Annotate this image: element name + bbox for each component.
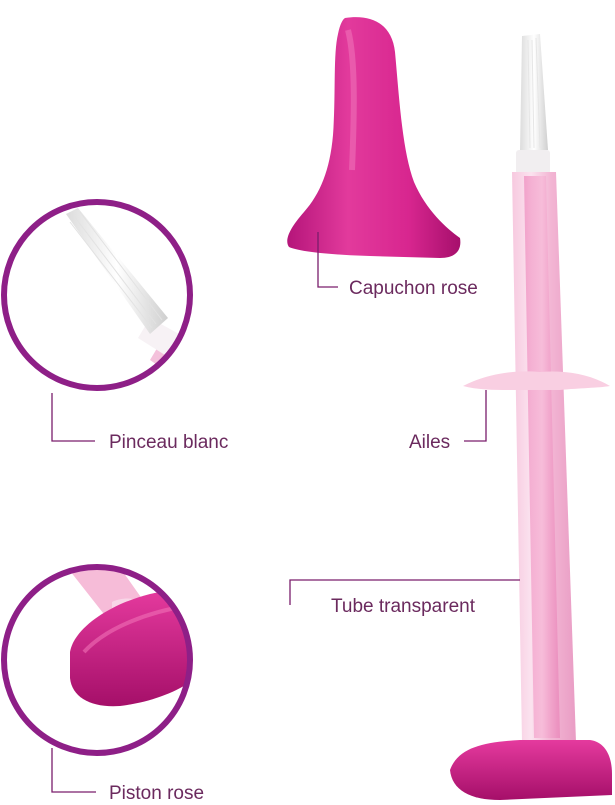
brush-closeup-circle — [0, 195, 232, 402]
leader-ailes — [464, 390, 486, 441]
label-ailes: Ailes — [409, 432, 450, 453]
label-tube: Tube transparent — [331, 596, 476, 617]
pink-cap — [287, 17, 460, 258]
label-piston: Piston rose — [109, 783, 204, 804]
piston-base — [450, 740, 612, 800]
wings — [463, 371, 610, 390]
piston-closeup-circle — [0, 528, 222, 760]
leader-pinceau — [52, 393, 95, 441]
label-capuchon: Capuchon rose — [349, 278, 478, 299]
label-pinceau: Pinceau blanc — [109, 432, 228, 453]
syringe — [450, 34, 612, 800]
